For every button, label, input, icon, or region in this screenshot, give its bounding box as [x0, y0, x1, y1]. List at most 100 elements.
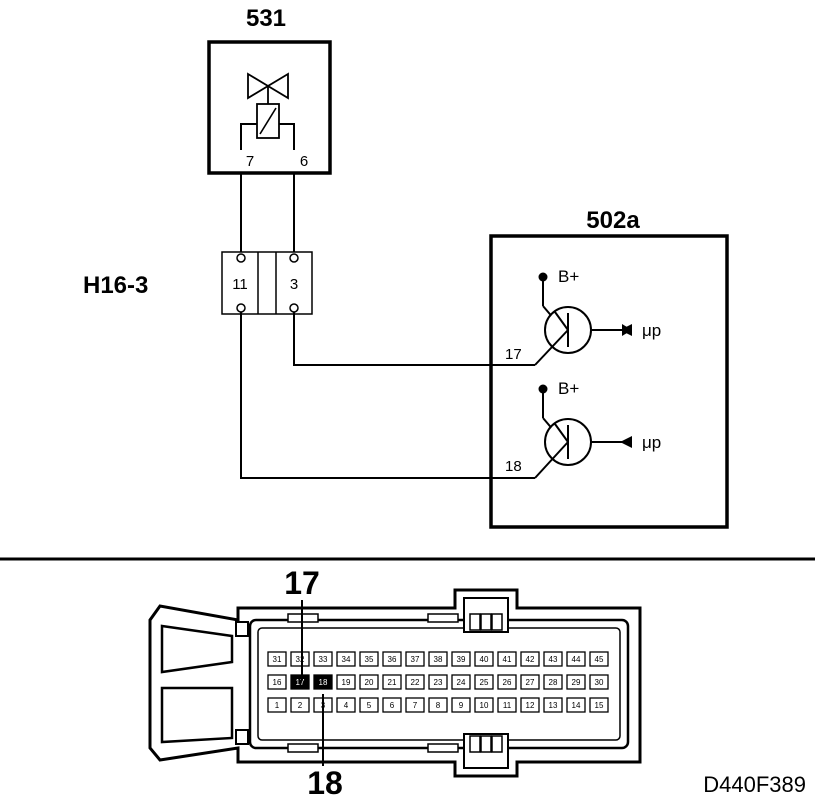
connector-cell-label-19: 19 [342, 678, 351, 687]
connector-cell-26 [497, 674, 517, 690]
connector-cell-label-39: 39 [457, 655, 466, 664]
connector-cell-label-17: 17 [296, 678, 305, 687]
connector-cell-8 [428, 697, 448, 713]
connector-cell-label-32: 32 [296, 655, 305, 664]
ecu-pin-17: 17 [505, 346, 522, 363]
connector-cell-label-41: 41 [503, 655, 512, 664]
connector-cell-label-13: 13 [549, 701, 558, 710]
connector-cell-label-10: 10 [480, 701, 489, 710]
connector-cell-14 [566, 697, 586, 713]
connector-cell-12 [520, 697, 540, 713]
connector-cell-label-43: 43 [549, 655, 558, 664]
connector-cell-45 [589, 651, 609, 667]
connector-cell-28 [543, 674, 563, 690]
connector-cell-label-23: 23 [434, 678, 443, 687]
connector-cell-41 [497, 651, 517, 667]
connector-cell-15 [589, 697, 609, 713]
connector-cell-label-20: 20 [365, 678, 374, 687]
ecu-driver-18 [534, 384, 632, 479]
connector-cell-label-6: 6 [390, 701, 395, 710]
connector-cell-label-35: 35 [365, 655, 374, 664]
ecu-box [489, 234, 729, 529]
connector-cell-label-27: 27 [526, 678, 535, 687]
connector-cell-18 [313, 674, 333, 690]
connector-cell-label-28: 28 [549, 678, 558, 687]
connector-cell-7 [405, 697, 425, 713]
connector-cell-label-15: 15 [595, 701, 604, 710]
connector-cell-label-22: 22 [411, 678, 420, 687]
connector-cell-label-18: 18 [319, 678, 328, 687]
connector-cell-2 [290, 697, 310, 713]
connector-cell-30 [589, 674, 609, 690]
connector-cell-label-44: 44 [572, 655, 581, 664]
connector-cell-36 [382, 651, 402, 667]
figure-code: D440F389 [703, 772, 806, 797]
valve-icon [247, 72, 289, 104]
connector-cell-20 [359, 674, 379, 690]
connector-cell-label-40: 40 [480, 655, 489, 664]
connector-cell-1 [267, 697, 287, 713]
connector-cell-label-14: 14 [572, 701, 581, 710]
connector-cell-33 [313, 651, 333, 667]
connector-cell-label-4: 4 [344, 701, 349, 710]
connector-cell-44 [566, 651, 586, 667]
connector-cell-25 [474, 674, 494, 690]
solenoid-coil-icon [256, 103, 280, 139]
connector-cell-label-8: 8 [436, 701, 441, 710]
connector-cell-label-33: 33 [319, 655, 328, 664]
connector-cell-43 [543, 651, 563, 667]
connector-cell-label-1: 1 [275, 701, 280, 710]
ecu-control-label-2: μp [642, 433, 661, 452]
connector-cell-label-21: 21 [388, 678, 397, 687]
ecu-supply-label-2: B+ [558, 379, 579, 398]
connector-cell-label-24: 24 [457, 678, 466, 687]
connector-cell-21 [382, 674, 402, 690]
ecu-supply-label-1: B+ [558, 267, 579, 286]
connector-cell-label-25: 25 [480, 678, 489, 687]
connector-cell-label-42: 42 [526, 655, 535, 664]
connector-cell-22 [405, 674, 425, 690]
connector-cell-label-34: 34 [342, 655, 351, 664]
callout-17: 17 [284, 565, 320, 601]
connector-cell-11 [497, 697, 517, 713]
connector-pin-11: 11 [232, 276, 248, 293]
connector-cell-29 [566, 674, 586, 690]
connector-cell-label-9: 9 [459, 701, 464, 710]
valve-pin-6: 6 [300, 153, 308, 170]
ecu-control-label-1: μp [642, 321, 661, 340]
connector-cell-label-36: 36 [388, 655, 397, 664]
connector-cell-32 [290, 651, 310, 667]
connector-cell-10 [474, 697, 494, 713]
ecu-driver-17 [534, 272, 632, 366]
connector-cell-label-12: 12 [526, 701, 535, 710]
connector-cell-label-2: 2 [298, 701, 303, 710]
ecu-label: 502a [586, 207, 640, 234]
connector-cell-23 [428, 674, 448, 690]
connector-cell-9 [451, 697, 471, 713]
valve-box [207, 40, 332, 175]
connector-cell-label-38: 38 [434, 655, 443, 664]
connector-cell-label-30: 30 [595, 678, 604, 687]
connector-cell-38 [428, 651, 448, 667]
connector-cell-label-45: 45 [595, 655, 604, 664]
connector-cell-19 [336, 674, 356, 690]
valve-label: 531 [246, 5, 286, 32]
connector-cell-27 [520, 674, 540, 690]
ecu-pin-18: 18 [505, 458, 522, 475]
connector-cell-5 [359, 697, 379, 713]
connector-cell-37 [405, 651, 425, 667]
connector-cell-label-7: 7 [413, 701, 418, 710]
connector-cell-label-29: 29 [572, 678, 581, 687]
valve-pin-7: 7 [246, 153, 254, 170]
connector-pin-3: 3 [290, 276, 298, 293]
connector-cell-13 [543, 697, 563, 713]
connector-cell-17 [290, 674, 310, 690]
connector-h16-3 [221, 251, 313, 315]
connector-cell-35 [359, 651, 379, 667]
callout-18: 18 [307, 765, 343, 800]
connector-cell-label-16: 16 [273, 678, 282, 687]
connector-cell-31 [267, 651, 287, 667]
connector-cell-4 [336, 697, 356, 713]
